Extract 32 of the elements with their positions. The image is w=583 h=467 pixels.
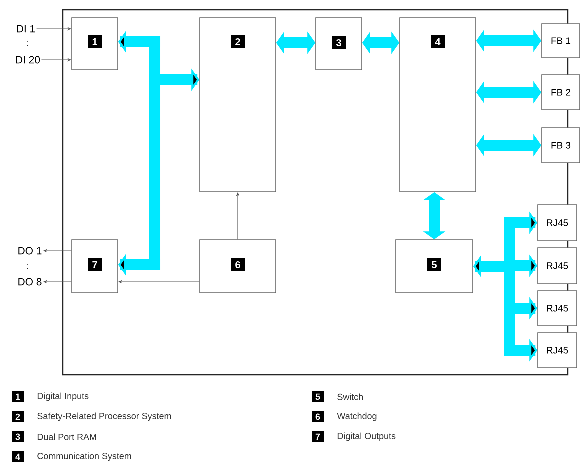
- signal-label: DO 1: [18, 247, 42, 255]
- port-box: FB 1: [542, 24, 580, 58]
- legend-text: Dual Port RAM: [38, 434, 96, 440]
- number-badge: 1: [12, 392, 24, 402]
- legend-text: Switch: [338, 394, 364, 400]
- number-badge: 4: [12, 452, 24, 462]
- number-badge: 5: [312, 392, 324, 402]
- number-badge: 6: [231, 258, 245, 272]
- signal-label: DI 1: [17, 25, 36, 33]
- port-box: FB 3: [542, 128, 580, 164]
- port-box: RJ45: [538, 248, 578, 284]
- port-box: RJ45: [538, 332, 578, 368]
- port-box: FB 2: [542, 74, 580, 110]
- legend-text: Communication System: [38, 452, 132, 462]
- legend-text: Digital Inputs: [38, 392, 89, 402]
- signal-label: DO 8: [18, 278, 42, 286]
- number-badge: 7: [312, 432, 324, 442]
- number-badge: 3: [12, 432, 24, 442]
- port-box: RJ45: [538, 204, 578, 242]
- number-badge: 3: [332, 36, 346, 50]
- signal-label: DI 20: [16, 56, 40, 64]
- legend-text: Watchdog: [337, 412, 377, 422]
- number-badge: 6: [312, 412, 324, 422]
- legend-text: Digital Outputs: [338, 432, 396, 442]
- number-badge: 5: [428, 258, 442, 272]
- number-badge: 1: [88, 36, 102, 48]
- legend-text: Safety-Related Processor System: [38, 412, 172, 422]
- number-badge: 2: [231, 36, 245, 48]
- number-badge: 7: [88, 258, 102, 272]
- port-box: RJ45: [538, 290, 578, 326]
- number-badge: 2: [12, 412, 24, 422]
- number-badge: 4: [431, 36, 445, 48]
